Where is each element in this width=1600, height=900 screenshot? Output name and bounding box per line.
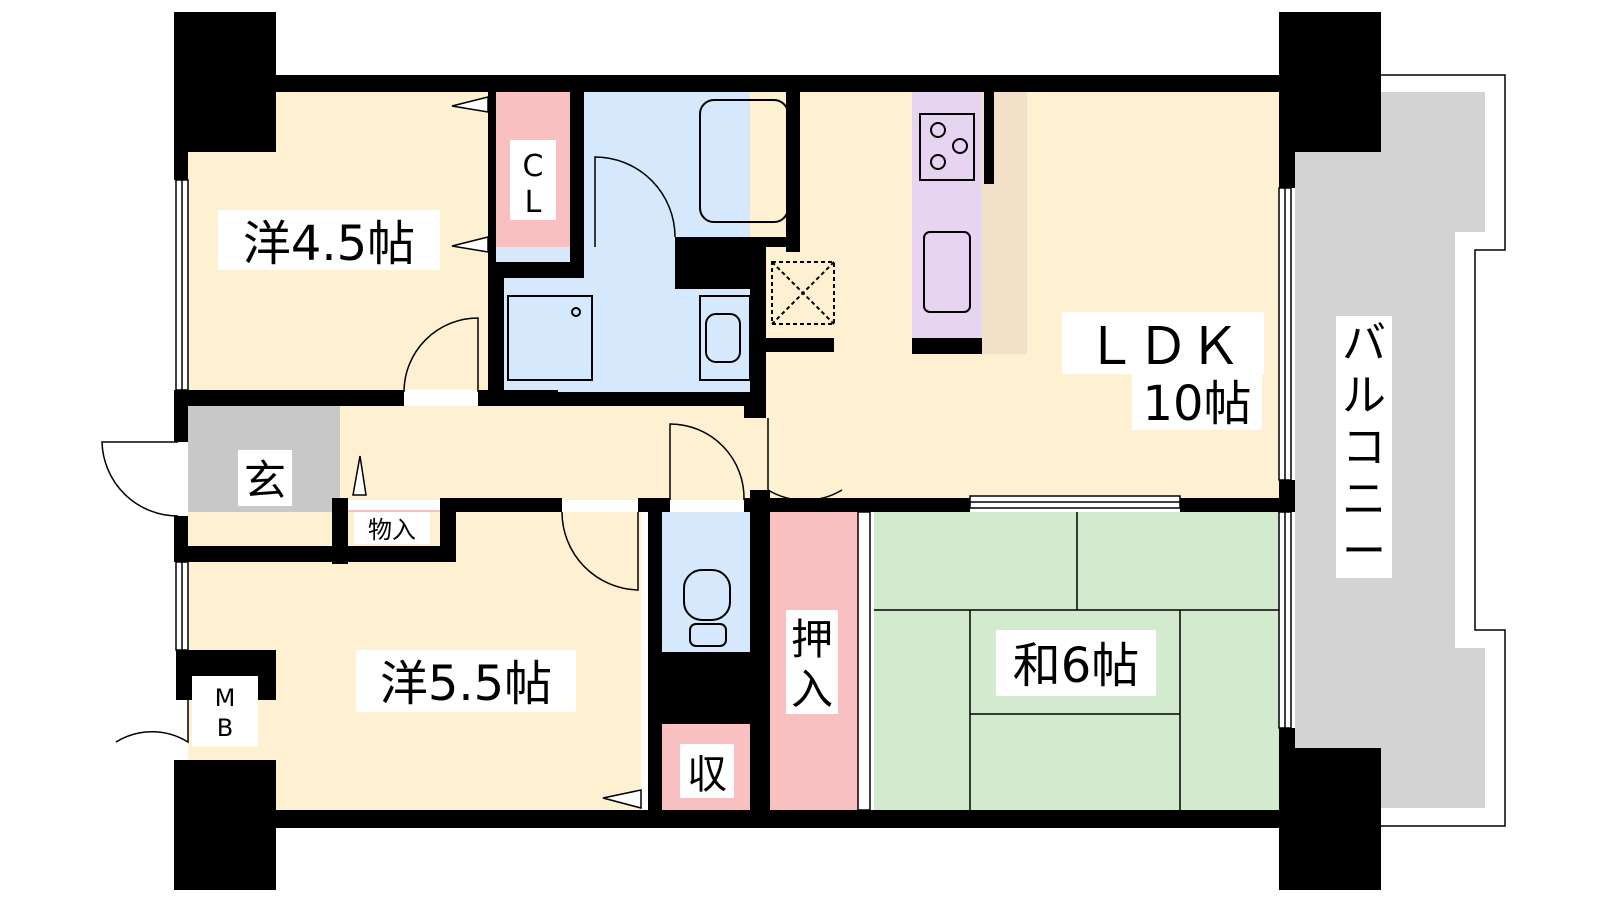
door-storage-shu <box>602 789 642 809</box>
burner-icon <box>930 154 946 170</box>
room-label-japanese: 和6帖 <box>1013 638 1140 694</box>
wall-right-mid <box>1279 480 1295 512</box>
label-bg <box>996 630 1156 696</box>
wall-closet-bottom <box>488 262 584 278</box>
stove <box>919 113 975 181</box>
kitchen-sink <box>923 231 971 313</box>
labels: 洋4.5帖 C L ＬＤＫ 10帖 玄 物入 洋5.5帖 押 入 収 和6帖 M… <box>192 140 1392 798</box>
refrigerator-cross <box>771 261 835 325</box>
label-bg <box>680 744 734 798</box>
room-label-ldk: ＬＤＫ <box>1085 317 1241 377</box>
balcony-label-5: ー <box>1342 526 1386 577</box>
walls <box>174 12 1381 890</box>
balcony-label-1: バ <box>1342 318 1386 369</box>
room-label-western-small: 洋4.5帖 <box>243 216 415 272</box>
drain-icon <box>571 307 581 317</box>
wall-closet-right <box>570 92 584 262</box>
label-bg <box>1062 312 1264 374</box>
wall-hall-bottom <box>188 546 452 562</box>
room-label-ldk-size: 10帖 <box>1142 376 1251 432</box>
windows <box>175 179 1292 811</box>
meter-box-label-b: B <box>217 714 233 742</box>
burner-icon <box>930 122 946 138</box>
wall-washroom-left <box>488 262 504 406</box>
wall-bottom <box>174 810 1381 828</box>
closet-label-l: L <box>525 185 542 220</box>
door-meter-box <box>115 682 189 744</box>
door-monoire <box>352 455 367 496</box>
wall-fridge-nib <box>766 338 834 352</box>
sliding-door-oshiire <box>857 511 871 811</box>
door-entrance <box>101 441 179 517</box>
wall-bath-block <box>675 237 755 289</box>
wall-hall-bottom-line <box>440 498 562 512</box>
wall-hall-toilet <box>744 406 766 418</box>
wall-right-upper <box>1279 152 1295 188</box>
wall-left-upper <box>174 152 188 180</box>
doors <box>101 96 843 809</box>
wall-top <box>174 75 1381 92</box>
label-bg <box>218 210 440 270</box>
wall-hall-bottom-line3 <box>744 498 970 512</box>
closet-label-c: C <box>523 149 544 184</box>
wall-left-entry <box>174 516 188 562</box>
toilet-floor <box>662 512 750 652</box>
door-bathroom <box>594 156 676 247</box>
room-label-entrance: 玄 <box>244 456 286 505</box>
wall-kitchen-post <box>984 92 994 184</box>
balcony-label-4: ニ <box>1342 474 1386 525</box>
door-western-large <box>561 511 639 591</box>
wall-monoire-right <box>440 498 456 562</box>
fixtures <box>507 74 1506 827</box>
label-bg <box>786 610 838 714</box>
wall-bath-right <box>786 92 800 252</box>
kitchen-floor <box>912 92 982 346</box>
wall-washroom-bottom <box>558 392 766 406</box>
label-bg <box>1132 374 1262 430</box>
wall-left-mid <box>174 390 188 442</box>
wall-closet-left <box>488 92 496 262</box>
label-bg <box>192 676 258 746</box>
washbasin-bowl <box>705 313 741 363</box>
wall-western-small-bottom <box>188 390 404 406</box>
washing-machine-pan <box>507 295 593 381</box>
room-label-western-large: 洋5.5帖 <box>380 656 552 712</box>
balcony-railing <box>1295 74 1506 827</box>
wall-toilet-right <box>750 490 770 810</box>
oshiire-label-2: 入 <box>791 665 833 714</box>
wall-washroom-right <box>750 247 766 417</box>
label-bg <box>354 512 430 544</box>
storage-label-monoire: 物入 <box>368 516 416 544</box>
label-bg <box>356 650 576 712</box>
wall-right-lower <box>1279 728 1295 758</box>
label-bg <box>1336 316 1392 578</box>
door-toilet <box>669 423 745 501</box>
door-western-small <box>403 317 479 393</box>
toilet-seat <box>689 623 727 647</box>
storage-label-shu: 収 <box>687 752 727 798</box>
toilet-tank <box>683 569 731 621</box>
balcony-label-3: コ <box>1342 422 1386 473</box>
label-bg <box>510 140 556 220</box>
hallway-floor <box>340 406 750 500</box>
burner-icon <box>952 138 968 154</box>
oshiire-label-1: 押 <box>791 615 833 664</box>
wall-kitchen-end <box>912 338 982 354</box>
meter-box-label-m: M <box>215 684 236 712</box>
refrigerator-space <box>771 261 835 325</box>
balcony-label-2: ル <box>1342 370 1386 421</box>
wall-hall-bottom-line4 <box>1180 498 1280 512</box>
label-bg <box>238 450 292 506</box>
wall-toilet-bottom <box>648 652 750 724</box>
